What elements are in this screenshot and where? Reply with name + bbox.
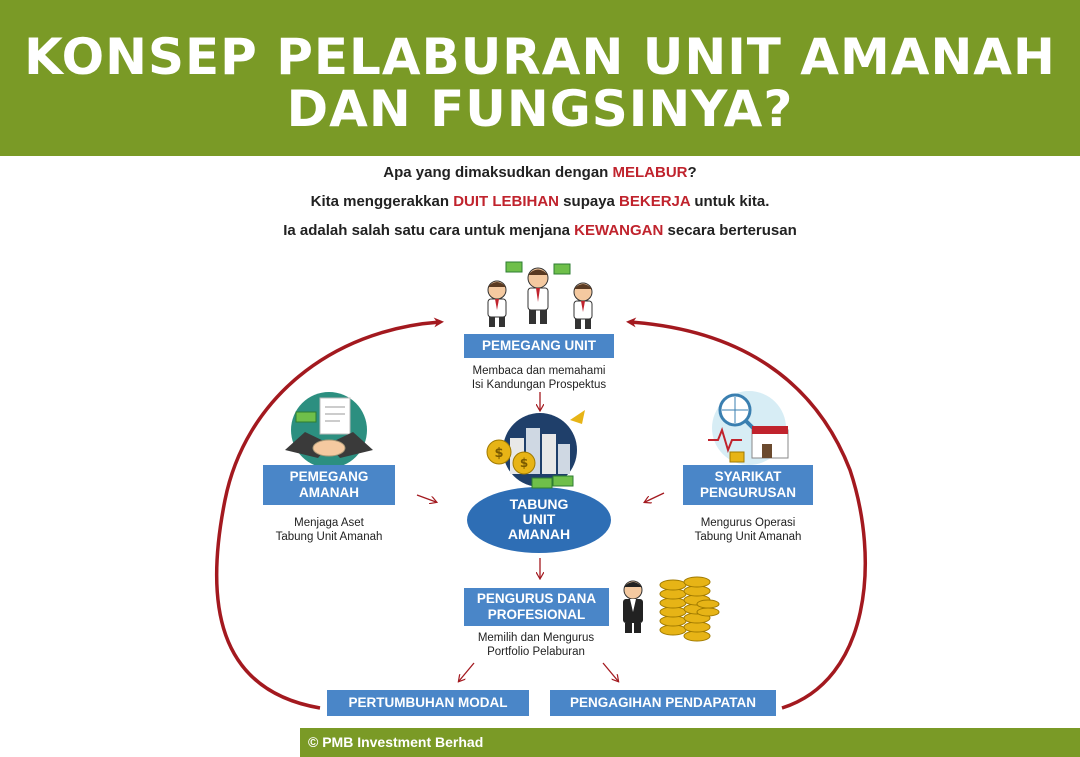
cycle-arrow-right xyxy=(626,317,868,710)
highlight-kewangan: KEWANGAN xyxy=(574,222,664,239)
title-line-1: KONSEP PELABURAN UNIT AMANAH xyxy=(24,28,1056,86)
businessman-coins-icon xyxy=(623,576,720,642)
pemegang-unit-box: PEMEGANG UNIT xyxy=(464,334,614,358)
intro-line-2: Kita menggerakkan DUIT LEBIHAN supaya BE… xyxy=(310,193,770,210)
copyright-text: © PMB Investment Berhad xyxy=(308,734,484,750)
people-money-icon xyxy=(487,261,593,329)
intro-line-3: Ia adalah salah satu cara untuk menjana … xyxy=(283,222,797,239)
arrow-to-pendapatan xyxy=(602,662,618,681)
svg-text:$: $ xyxy=(520,456,528,470)
cycle-arrow-left xyxy=(214,317,444,710)
svg-text:$: $ xyxy=(494,446,503,461)
arrow-syarikat-to-tabung xyxy=(645,492,665,502)
arrow-amanah-to-tabung xyxy=(416,494,436,502)
title-banner: KONSEP PELABURAN UNIT AMANAH DAN FUNGSIN… xyxy=(0,0,1080,156)
business-analysis-icon xyxy=(708,391,789,465)
highlight-melabur: MELABUR xyxy=(612,164,688,181)
tabung-ellipse xyxy=(467,487,611,553)
title-line-2: DAN FUNGSINYA? xyxy=(286,80,794,138)
highlight-bekerja: BEKERJA xyxy=(619,193,691,210)
intro-line-1: Apa yang dimaksudkan dengan MELABUR? xyxy=(383,164,697,181)
coin-stacks xyxy=(659,576,720,642)
city-money-icon: $ $ xyxy=(486,410,585,489)
arrow-to-modal xyxy=(459,662,475,681)
footer-bar: © PMB Investment Berhad xyxy=(300,728,1080,757)
highlight-duit-lebihan: DUIT LEBIHAN xyxy=(453,193,560,210)
pengagihan-pendapatan-box: PENGAGIHAN PENDAPATAN xyxy=(550,690,776,716)
pertumbuhan-modal-box: PERTUMBUHAN MODAL xyxy=(327,690,529,716)
handshake-contract-icon xyxy=(285,392,373,468)
